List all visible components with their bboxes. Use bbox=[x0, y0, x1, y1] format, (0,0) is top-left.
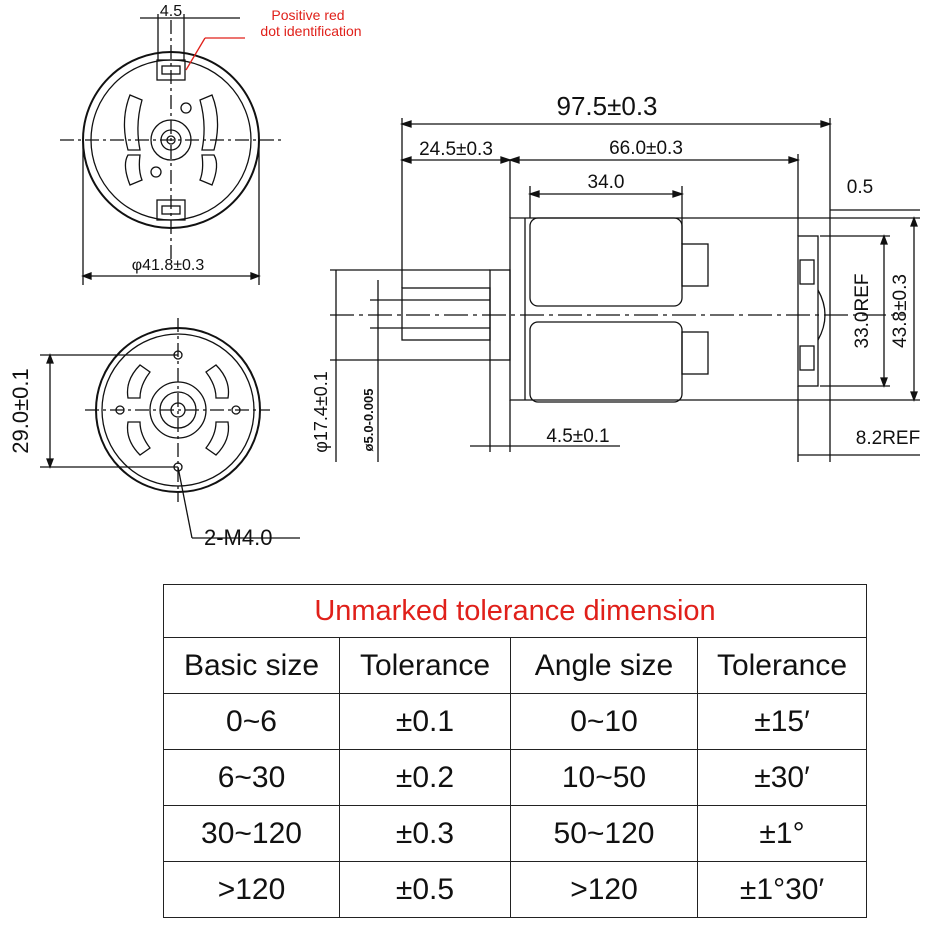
red-dot-note-line2: dot identification bbox=[260, 23, 361, 39]
table-row: 0~6 ±0.1 0~10 ±15′ bbox=[163, 693, 867, 750]
table-cell: ±1°30′ bbox=[697, 861, 867, 918]
ref-82: 8.2REF bbox=[856, 428, 920, 449]
table-cell: ±0.3 bbox=[339, 805, 511, 862]
header-basic-size: Basic size bbox=[163, 637, 340, 694]
side-view bbox=[330, 118, 920, 462]
motor-drawing: 4.5 Positive red dot identification φ41.… bbox=[8, 3, 920, 550]
table-row: >120 ±0.5 >120 ±1°30′ bbox=[163, 861, 867, 918]
boss-length: 4.5±0.1 bbox=[546, 426, 609, 447]
table-title: Unmarked tolerance dimension bbox=[163, 584, 867, 638]
header-tolerance: Tolerance bbox=[339, 637, 511, 694]
front-view bbox=[60, 14, 282, 285]
table-cell: ±0.1 bbox=[339, 693, 511, 750]
ref-33: 33.0REF bbox=[852, 274, 873, 349]
front-dim-top: 4.5 bbox=[160, 3, 182, 20]
table-cell: ±0.5 bbox=[339, 861, 511, 918]
table-cell: 30~120 bbox=[163, 805, 340, 862]
shaft-length: 24.5±0.3 bbox=[419, 139, 493, 160]
header-angle-size: Angle size bbox=[510, 637, 698, 694]
table-cell: 6~30 bbox=[163, 749, 340, 806]
table-cell: 10~50 bbox=[510, 749, 698, 806]
table-cell: 0~10 bbox=[510, 693, 698, 750]
magnet-length: 34.0 bbox=[588, 172, 625, 193]
body-length: 66.0±0.3 bbox=[609, 138, 683, 159]
table-cell: ±15′ bbox=[697, 693, 867, 750]
table-title-row: Unmarked tolerance dimension bbox=[163, 584, 867, 638]
header-angle-tolerance: Tolerance bbox=[697, 637, 867, 694]
front-diameter: φ41.8±0.3 bbox=[132, 257, 205, 274]
tolerance-table: Unmarked tolerance dimension Basic size … bbox=[163, 584, 867, 918]
table-header-row: Basic size Tolerance Angle size Toleranc… bbox=[163, 637, 867, 694]
table-cell: ±0.2 bbox=[339, 749, 511, 806]
table-cell: >120 bbox=[510, 861, 698, 918]
table-row: 30~120 ±0.3 50~120 ±1° bbox=[163, 805, 867, 862]
table-cell: 50~120 bbox=[510, 805, 698, 862]
table-cell: ±1° bbox=[697, 805, 867, 862]
end-gap: 0.5 bbox=[847, 177, 873, 198]
table-row: 6~30 ±0.2 10~50 ±30′ bbox=[163, 749, 867, 806]
boss-diameter: φ17.4±0.1 bbox=[311, 371, 331, 453]
body-diameter: 43.8±0.3 bbox=[890, 274, 911, 348]
table-cell: ±30′ bbox=[697, 749, 867, 806]
rear-view bbox=[40, 318, 300, 539]
table-cell: >120 bbox=[163, 861, 340, 918]
shaft-diameter: ø5.0-0.005 bbox=[361, 389, 376, 452]
table-cell: 0~6 bbox=[163, 693, 340, 750]
overall-length: 97.5±0.3 bbox=[556, 91, 657, 121]
rear-holes: 2-M4.0 bbox=[204, 525, 272, 550]
rear-height: 29.0±0.1 bbox=[8, 368, 33, 453]
red-dot-note-line1: Positive red bbox=[271, 7, 344, 23]
